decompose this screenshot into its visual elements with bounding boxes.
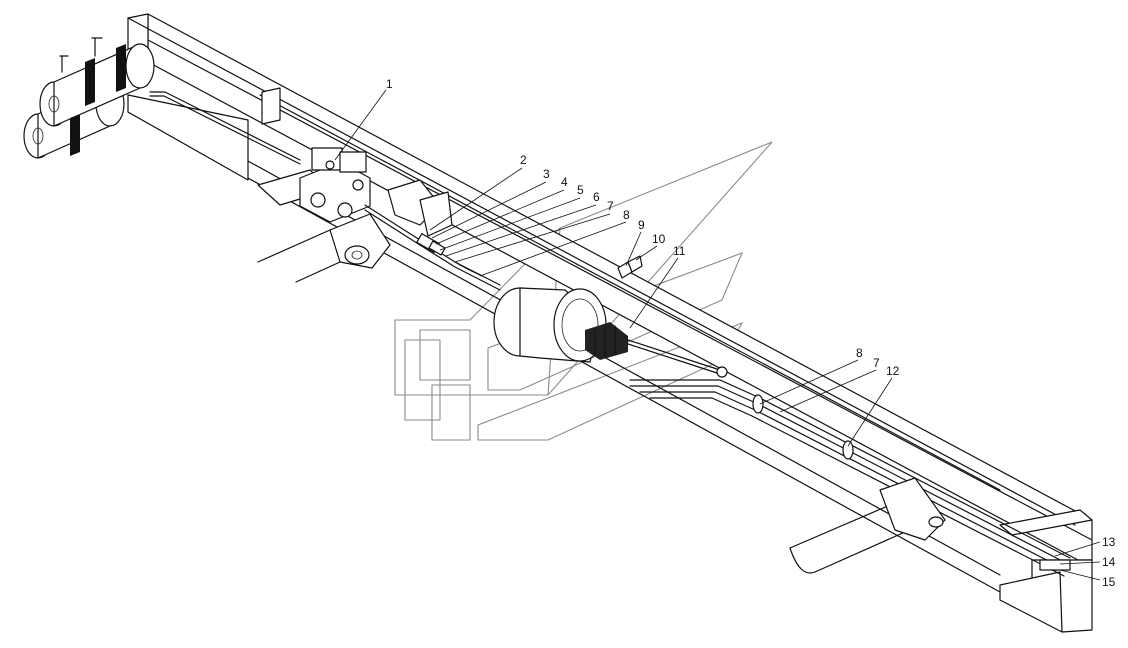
air-pipeline-front xyxy=(149,91,301,165)
callout-12: 12 xyxy=(886,364,900,378)
callout-9: 9 xyxy=(638,218,645,232)
callout-6: 6 xyxy=(593,190,600,204)
air-reservoirs xyxy=(23,37,155,159)
fittings-9-10 xyxy=(617,255,643,279)
callout-4: 4 xyxy=(561,175,568,189)
callout-8a: 8 xyxy=(623,208,630,222)
callout-15: 15 xyxy=(1102,575,1116,589)
brake-valve-unit xyxy=(299,147,371,223)
callout-2: 2 xyxy=(520,153,527,167)
rear-cross-member xyxy=(789,477,946,574)
brake-chamber xyxy=(493,287,728,378)
callout-5: 5 xyxy=(577,183,584,197)
callout-14: 14 xyxy=(1102,555,1116,569)
hose-bundle xyxy=(364,204,501,291)
callout-3: 3 xyxy=(543,167,550,181)
frame-side-rail xyxy=(127,13,1093,633)
callout-10: 10 xyxy=(652,232,666,246)
front-spring-bracket xyxy=(257,179,453,283)
callout-7a: 7 xyxy=(607,199,614,213)
callout-8b: 8 xyxy=(856,346,863,360)
callout-7b: 7 xyxy=(873,356,880,370)
leader-lines xyxy=(334,89,1101,581)
callout-1: 1 xyxy=(386,77,393,91)
callout-13: 13 xyxy=(1102,535,1116,549)
callout-11: 11 xyxy=(673,244,686,258)
callout-labels: 1 2 3 4 5 6 7 8 9 10 11 8 7 12 13 14 15 xyxy=(386,77,1116,589)
